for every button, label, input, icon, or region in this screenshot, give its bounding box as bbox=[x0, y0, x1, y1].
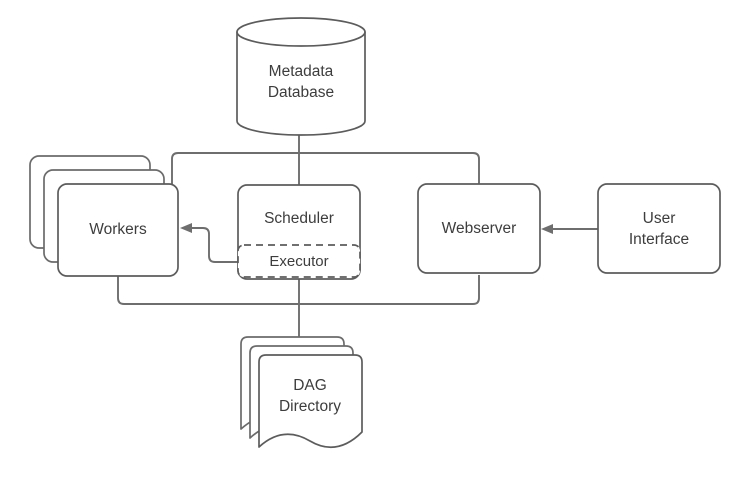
node-dag-directory[interactable]: DAG Directory bbox=[240, 336, 363, 449]
metadata-database-top bbox=[236, 17, 366, 47]
upper-bus-line bbox=[171, 152, 480, 185]
executor-to-workers-line bbox=[187, 227, 238, 263]
user-interface-label-line1: User bbox=[643, 210, 676, 227]
user-interface-box bbox=[597, 183, 721, 274]
webserver-arrowhead bbox=[541, 224, 553, 234]
metadata-database-label-line2: Database bbox=[268, 84, 334, 101]
node-workers[interactable]: Workers bbox=[29, 155, 179, 277]
node-webserver[interactable]: Webserver bbox=[417, 183, 541, 274]
executor-box bbox=[237, 244, 361, 278]
metadata-database-body bbox=[236, 31, 366, 136]
scheduler-label: Scheduler bbox=[264, 210, 334, 227]
dag-directory-label-line2: Directory bbox=[279, 398, 341, 415]
workers-stack-front bbox=[57, 183, 179, 277]
metadata-database-label-line1: Metadata bbox=[269, 63, 334, 80]
user-interface-label-line2: Interface bbox=[629, 231, 689, 248]
node-user-interface[interactable]: User Interface bbox=[597, 183, 721, 274]
workers-arrowhead bbox=[180, 223, 192, 233]
workers-label: Workers bbox=[89, 221, 147, 238]
dag-directory-label-line1: DAG bbox=[293, 377, 327, 394]
webserver-box bbox=[417, 183, 541, 274]
node-metadata-database[interactable]: Metadata Database bbox=[236, 17, 366, 136]
executor-label: Executor bbox=[269, 253, 328, 270]
node-executor[interactable]: Executor bbox=[237, 244, 361, 278]
webserver-label: Webserver bbox=[442, 220, 517, 237]
dag-directory-stack-front bbox=[258, 354, 363, 449]
